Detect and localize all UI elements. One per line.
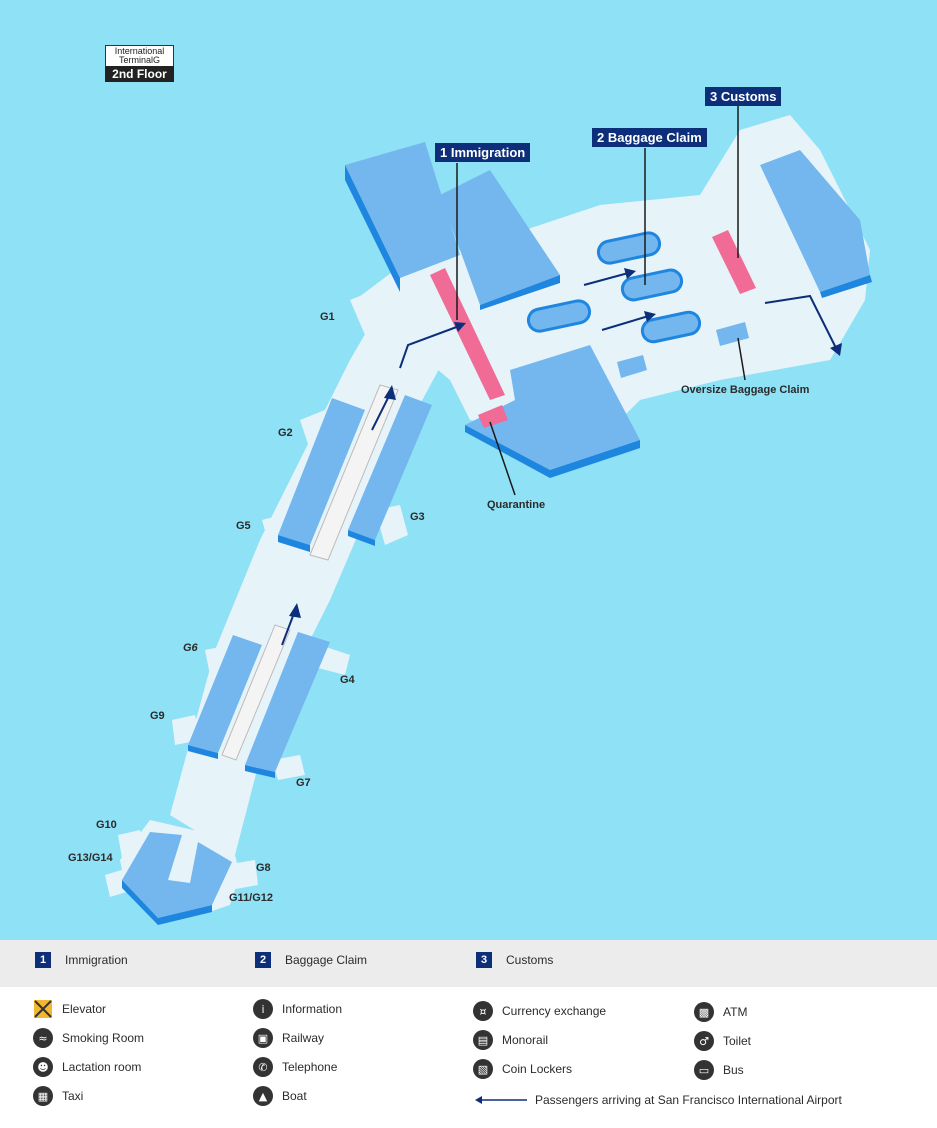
legend-label: Bus [723, 1063, 744, 1077]
legend-currency-exchange: ¤ Currency exchange [473, 1001, 606, 1021]
gate-g3: G3 [410, 511, 425, 523]
gate-g8: G8 [256, 862, 271, 874]
terminal-name: International TerminalG [105, 45, 174, 66]
legend-label: Passengers arriving at San Francisco Int… [535, 1093, 842, 1107]
baggage-claim-map-label: 2 Baggage Claim [592, 128, 707, 147]
legend-toilet: ♂ Toilet [694, 1031, 751, 1051]
step-number: 1 [35, 952, 51, 968]
quarantine-label: Quarantine [487, 499, 546, 511]
gate-g5: G5 [236, 520, 251, 532]
gate-g6: G6 [183, 642, 198, 654]
information-icon: i [253, 999, 273, 1019]
legend-label: Coin Lockers [502, 1062, 573, 1076]
bus-icon: ▭ [694, 1060, 714, 1080]
icon-legend: Elevator ≈ Smoking Room ☻ Lactation room… [0, 987, 937, 1128]
legend-elevator: Elevator [33, 999, 106, 1019]
legend-label: Smoking Room [62, 1031, 145, 1045]
legend-smoking-room: ≈ Smoking Room [33, 1028, 144, 1048]
legend-bus: ▭ Bus [694, 1060, 744, 1080]
legend-taxi: ▦ Taxi [33, 1086, 83, 1106]
legend-label: Lactation room [62, 1060, 142, 1074]
gate-g11-g12: G11/G12 [229, 892, 274, 904]
leader-lines [456, 106, 746, 496]
legend-step-customs: 3 Customs [476, 950, 553, 970]
terminal-map: International TerminalG 2nd Floor 1 Immi… [0, 0, 937, 940]
passenger-route [281, 271, 839, 646]
boat-icon: ▲ [253, 1086, 273, 1106]
telephone-icon: ✆ [253, 1057, 273, 1077]
legend-step-baggage-claim: 2 Baggage Claim [255, 950, 367, 970]
toilet-icon: ♂ [694, 1031, 714, 1051]
legend-label: Information [282, 1002, 343, 1016]
legend-boat: ▲ Boat [253, 1086, 307, 1106]
legend-coin-lockers: ▧ Coin Lockers [473, 1059, 572, 1079]
gate-g1: G1 [320, 311, 335, 323]
legend-label: Boat [282, 1089, 307, 1103]
gate-g4: G4 [340, 674, 355, 686]
elevator-icon [33, 999, 53, 1019]
step-label: Immigration [65, 953, 128, 967]
currency-exchange-icon: ¤ [473, 1001, 493, 1021]
legend-atm: ▩ ATM [694, 1002, 747, 1022]
legend-step-immigration: 1 Immigration [35, 950, 128, 970]
taxi-icon: ▦ [33, 1086, 53, 1106]
legend-label: Monorail [502, 1033, 549, 1047]
step-number: 2 [255, 952, 271, 968]
gate-g2: G2 [278, 427, 293, 439]
step-legend: 1 Immigration 2 Baggage Claim 3 Customs [0, 940, 937, 987]
route-arrow-icon [473, 1090, 528, 1110]
buildings [122, 142, 872, 925]
step-label: Baggage Claim [285, 953, 368, 967]
legend-label: Toilet [723, 1034, 752, 1048]
legend-label: Currency exchange [502, 1004, 607, 1018]
coin-lockers-icon: ▧ [473, 1059, 493, 1079]
legend-monorail: ▤ Monorail [473, 1030, 548, 1050]
oversize-baggage-label: Oversize Baggage Claim [681, 384, 810, 396]
customs-map-label: 3 Customs [705, 87, 782, 106]
gate-g13-g14: G13/G14 [68, 852, 113, 864]
immigration-map-label: 1 Immigration [435, 143, 531, 162]
floor-badge: International TerminalG 2nd Floor [105, 45, 174, 82]
legend-label: Elevator [62, 1002, 107, 1016]
monorail-icon: ▤ [473, 1030, 493, 1050]
legend-telephone: ✆ Telephone [253, 1057, 337, 1077]
moving-walkways [221, 384, 399, 761]
legend-information: i Information [253, 999, 342, 1019]
gate-g10: G10 [96, 819, 117, 831]
railway-icon: ▣ [253, 1028, 273, 1048]
legend-label: Taxi [62, 1089, 84, 1103]
smoking-room-icon: ≈ [33, 1028, 53, 1048]
legend-label: Railway [282, 1031, 325, 1045]
floor-name: 2nd Floor [105, 66, 174, 82]
terminal-floor-plan [105, 106, 872, 925]
legend-label: ATM [723, 1005, 748, 1019]
processing-counters [430, 230, 756, 428]
legend-lactation-room: ☻ Lactation room [33, 1057, 141, 1077]
lactation-room-icon: ☻ [33, 1057, 53, 1077]
route-arrowheads [289, 268, 842, 618]
legend-passenger-route: Passengers arriving at San Francisco Int… [473, 1090, 842, 1110]
legend-railway: ▣ Railway [253, 1028, 324, 1048]
gate-g9: G9 [150, 710, 165, 722]
step-label: Customs [506, 953, 554, 967]
step-number: 3 [476, 952, 492, 968]
atm-icon: ▩ [694, 1002, 714, 1022]
gate-g7: G7 [296, 777, 311, 789]
legend-label: Telephone [282, 1060, 338, 1074]
